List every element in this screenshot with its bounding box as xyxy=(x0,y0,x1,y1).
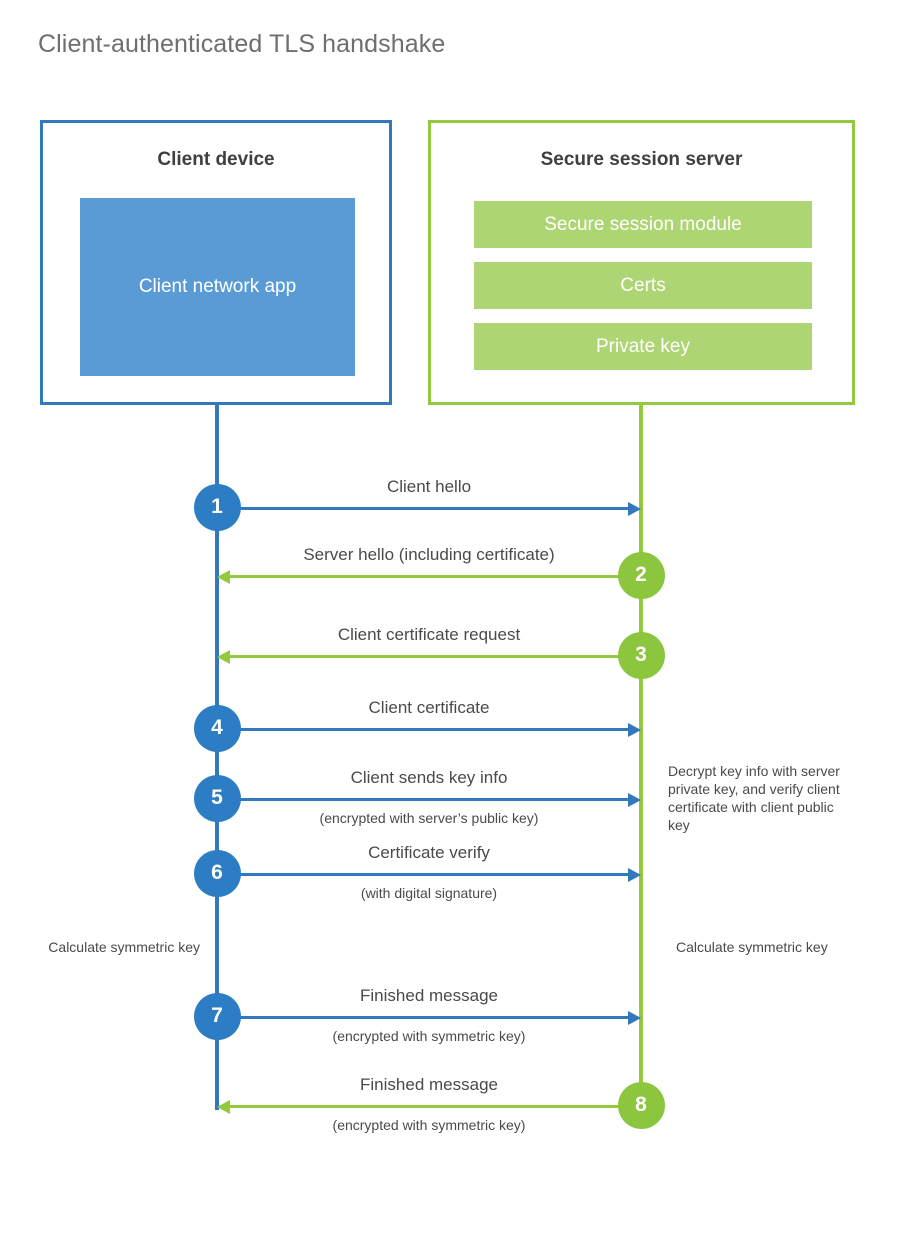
message-1-label: Client hello xyxy=(386,477,472,496)
message-4-label: Client certificate xyxy=(368,698,490,717)
secure-session-server-title: Secure session server xyxy=(540,149,743,170)
message-8-sublabel: (encrypted with symmetric key) xyxy=(332,1117,526,1133)
step-circle-8[interactable]: 8 xyxy=(617,1081,665,1129)
message-2-line xyxy=(230,575,628,578)
step-circle-6[interactable]: 6 xyxy=(193,849,241,897)
page-title: Client-authenticated TLS handshake xyxy=(38,30,446,58)
server-module-private-key: Private key xyxy=(474,323,812,370)
message-5-label: Client sends key info xyxy=(350,768,508,787)
secure-session-server-box: Secure session server Secure session mod… xyxy=(428,120,855,405)
server-lifeline xyxy=(639,405,643,1105)
message-6-line xyxy=(217,873,628,876)
step-circle-1[interactable]: 1 xyxy=(193,483,241,531)
message-6-label: Certificate verify xyxy=(368,843,490,862)
step-circle-4[interactable]: 4 xyxy=(193,704,241,752)
message-7-label: Finished message xyxy=(360,986,498,1005)
message-4-line xyxy=(217,728,628,731)
message-5-arrowhead xyxy=(628,792,641,807)
message-5-line xyxy=(217,798,628,801)
message-3-arrowhead xyxy=(217,649,230,664)
client-lifeline xyxy=(215,405,219,1110)
message-6-sublabel: (with digital signature) xyxy=(360,885,498,901)
message-1-line xyxy=(217,507,628,510)
client-device-box: Client device Client network app xyxy=(40,120,392,405)
step-circle-3[interactable]: 3 xyxy=(617,631,665,679)
message-2-label: Server hello (including certificate) xyxy=(303,545,555,564)
message-3-line xyxy=(230,655,628,658)
message-8-arrowhead xyxy=(217,1099,230,1114)
message-8-line xyxy=(230,1105,628,1108)
message-7-line xyxy=(217,1016,628,1019)
step-circle-5[interactable]: 5 xyxy=(193,774,241,822)
message-8-label: Finished message xyxy=(360,1075,498,1094)
step-circle-2[interactable]: 2 xyxy=(617,551,665,599)
server-modules-list: Secure session module Certs Private key xyxy=(474,201,812,370)
note-decrypt-key-info: Decrypt key info with server private key… xyxy=(668,763,840,833)
server-module-certs: Certs xyxy=(474,262,812,309)
message-6-arrowhead xyxy=(628,867,641,882)
message-2-arrowhead xyxy=(217,569,230,584)
message-3-label: Client certificate request xyxy=(337,625,521,644)
client-network-app-block: Client network app xyxy=(80,198,355,376)
client-device-title: Client device xyxy=(157,149,275,170)
server-module-secure-session-module: Secure session module xyxy=(474,201,812,248)
message-7-arrowhead xyxy=(628,1010,641,1025)
message-4-arrowhead xyxy=(628,722,641,737)
step-circle-7[interactable]: 7 xyxy=(193,992,241,1040)
message-7-sublabel: (encrypted with symmetric key) xyxy=(332,1028,526,1044)
note-calculate-symmetric-key-client: Calculate symmetric key xyxy=(48,939,200,955)
note-calculate-symmetric-key-server: Calculate symmetric key xyxy=(676,939,828,955)
message-1-arrowhead xyxy=(628,501,641,516)
message-5-sublabel: (encrypted with server’s public key) xyxy=(319,810,539,826)
